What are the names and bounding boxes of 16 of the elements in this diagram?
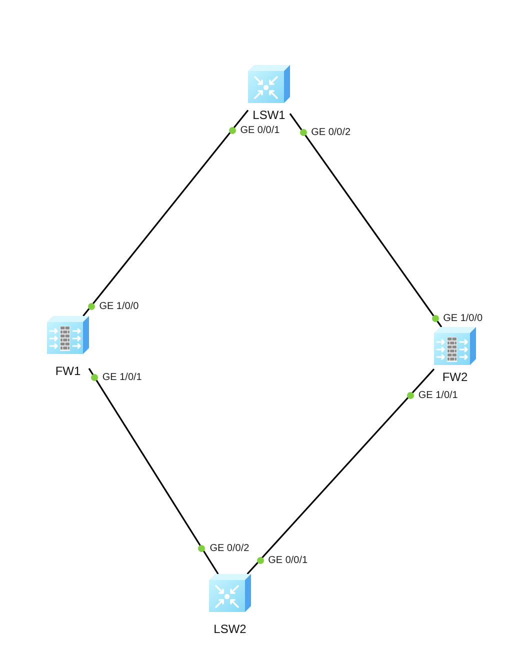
connection-line: [88, 368, 219, 574]
port-label: GE 0/0/2: [311, 126, 351, 138]
device-label: FW2: [442, 370, 468, 384]
device-label: LSW1: [252, 108, 286, 122]
port-label: GE 1/0/0: [443, 312, 483, 324]
connection-line: [82, 110, 249, 316]
port-label: GE 0/0/1: [268, 554, 308, 566]
device-label: LSW2: [214, 622, 246, 636]
port-label: GE 0/0/1: [240, 124, 280, 136]
port-label: GE 0/0/2: [210, 542, 250, 554]
port-label: GE 1/0/1: [418, 390, 458, 400]
port-label: GE 1/0/1: [102, 372, 142, 382]
device-label: FW1: [55, 364, 81, 378]
connection-line: [246, 368, 435, 575]
connection-line: [289, 113, 442, 328]
port-label: GE 1/0/0: [99, 300, 139, 312]
